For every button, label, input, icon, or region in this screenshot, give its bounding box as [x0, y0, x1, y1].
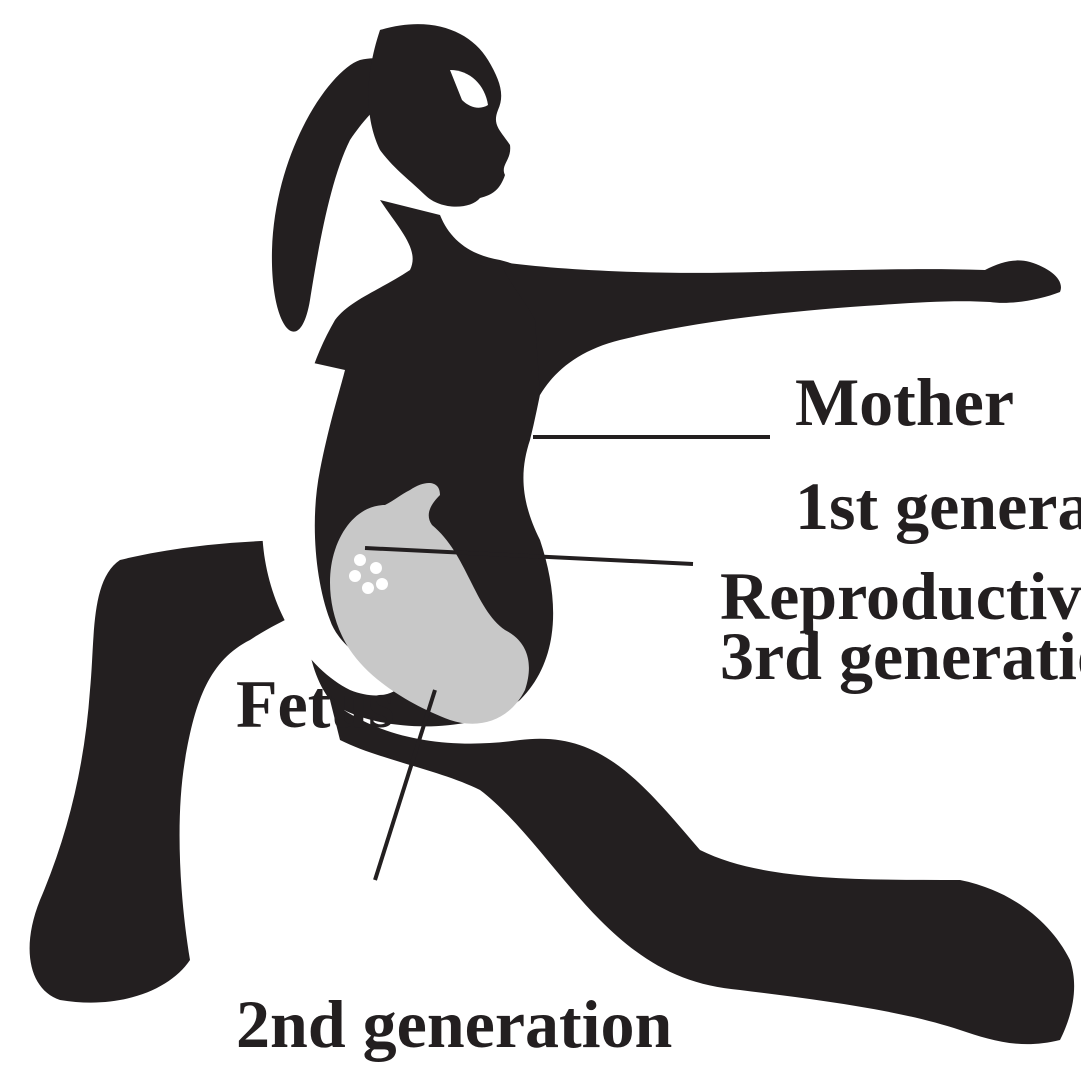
reproductive-cell	[376, 578, 388, 590]
reproductive-cell	[354, 554, 366, 566]
mother-label: Mother	[795, 368, 1014, 436]
reproductive-cell	[362, 582, 374, 594]
fetus-generation-label: 2nd generation	[236, 990, 672, 1058]
mother-generation-label: 1st generation	[795, 472, 1081, 540]
left-leg-shape	[30, 540, 320, 1003]
reproductive-cell	[349, 570, 361, 582]
reproductive-cells-generation-label: 3rd generation	[720, 622, 1081, 690]
reproductive-cell	[370, 562, 382, 574]
fetus-label: Fetus	[236, 670, 395, 738]
head-shape	[368, 24, 510, 207]
